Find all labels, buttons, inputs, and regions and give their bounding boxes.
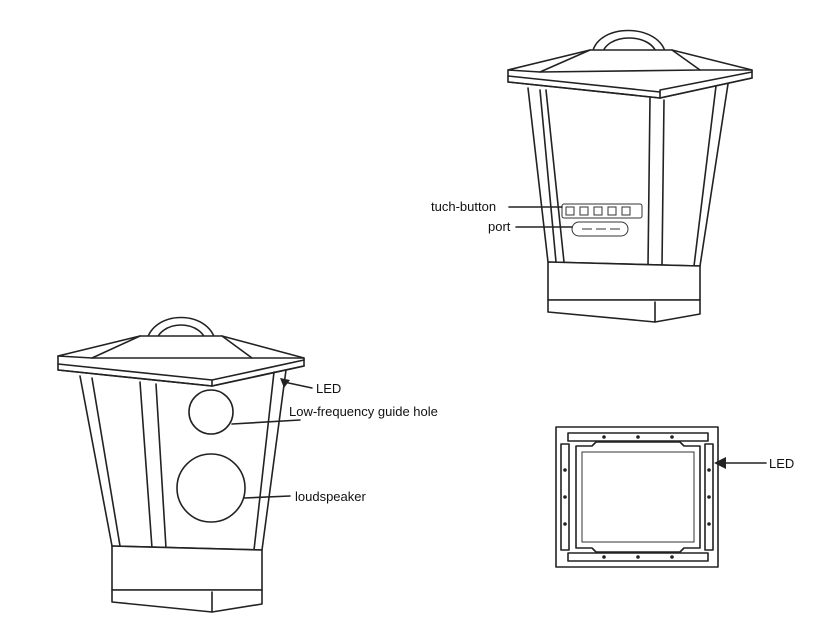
led-arrow-bottom (714, 457, 726, 469)
loudspeaker-leader (243, 495, 291, 499)
led-label-left: LED (316, 381, 341, 396)
roof (57, 335, 305, 387)
led-leader (283, 381, 313, 389)
loudspeaker (176, 453, 246, 523)
guide-hole-label: Low-frequency guide hole (289, 404, 438, 419)
base (111, 545, 263, 591)
low-frequency-guide-hole (188, 389, 234, 435)
inner-recess (575, 441, 701, 553)
base-underside-view (555, 426, 767, 568)
guide-hole-leader (231, 419, 301, 425)
port-label: port (488, 219, 511, 234)
handle (145, 316, 217, 347)
loudspeaker-label: loudspeaker (295, 489, 366, 504)
lantern-front-view (57, 316, 313, 613)
base (547, 261, 701, 301)
touch-button-label: tuch-button (431, 199, 496, 214)
outer-frame (555, 426, 719, 568)
body (79, 369, 287, 551)
led-label-bottom: LED (769, 456, 794, 471)
lantern-back-view (507, 29, 753, 323)
port-panel (571, 221, 629, 237)
touch-button-panel (561, 203, 643, 219)
led-arrow (280, 378, 290, 388)
handle (591, 29, 667, 57)
